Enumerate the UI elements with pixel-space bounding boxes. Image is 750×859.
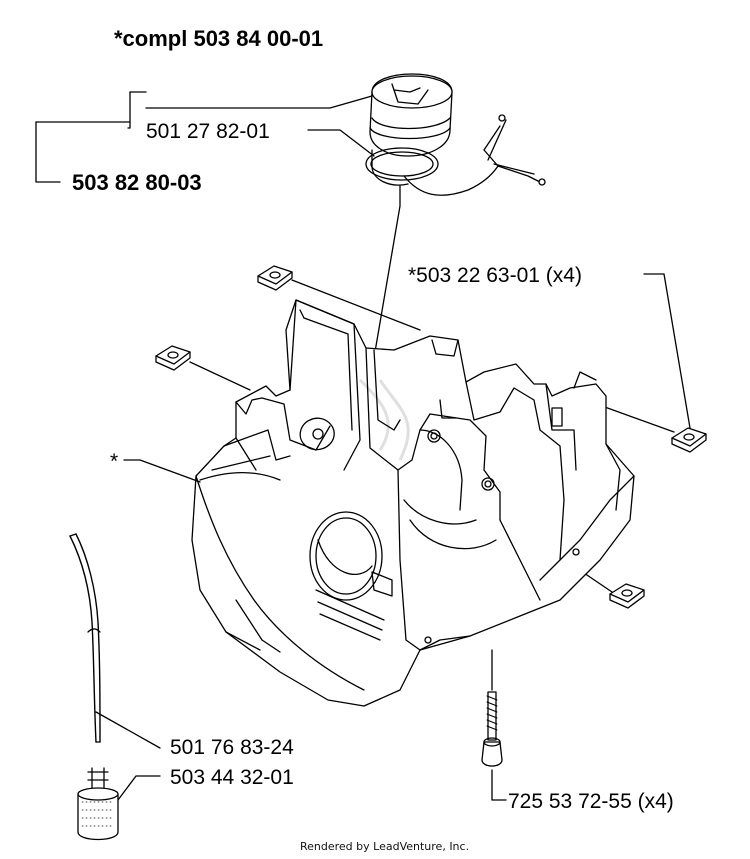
retaining-nut-2 <box>155 345 191 371</box>
assembly-title: *compl 503 84 00-01 <box>114 26 324 51</box>
footer-credit: Rendered by LeadVenture, Inc. <box>300 840 470 853</box>
leaders-bottom-left <box>95 711 161 801</box>
part-label-screw[interactable]: 725 53 72-55 (x4) <box>508 790 674 813</box>
retaining-nut-4 <box>609 583 645 609</box>
o-ring <box>365 147 439 181</box>
part-label-filter[interactable]: 503 44 32-01 <box>170 766 294 789</box>
part-label-oring[interactable]: 501 27 82-01 <box>146 120 270 143</box>
fuel-tank-body <box>191 299 635 707</box>
watermark <box>358 378 410 461</box>
part-label-tank[interactable]: * <box>110 450 119 473</box>
part-label-fuel-cap[interactable]: 503 82 80-03 <box>72 170 202 195</box>
screw <box>481 649 507 801</box>
leader-tank <box>123 459 201 483</box>
cap-strap <box>371 114 546 196</box>
part-label-hose[interactable]: 501 76 83-24 <box>170 736 294 759</box>
part-label-nut[interactable]: *503 22 63-01 (x4) <box>408 264 582 287</box>
fuel-filter <box>77 767 119 841</box>
fuel-hose <box>69 533 101 743</box>
retaining-nut-1 <box>257 265 293 291</box>
fuel-cap <box>369 73 453 157</box>
retaining-nut-3 <box>671 427 707 453</box>
